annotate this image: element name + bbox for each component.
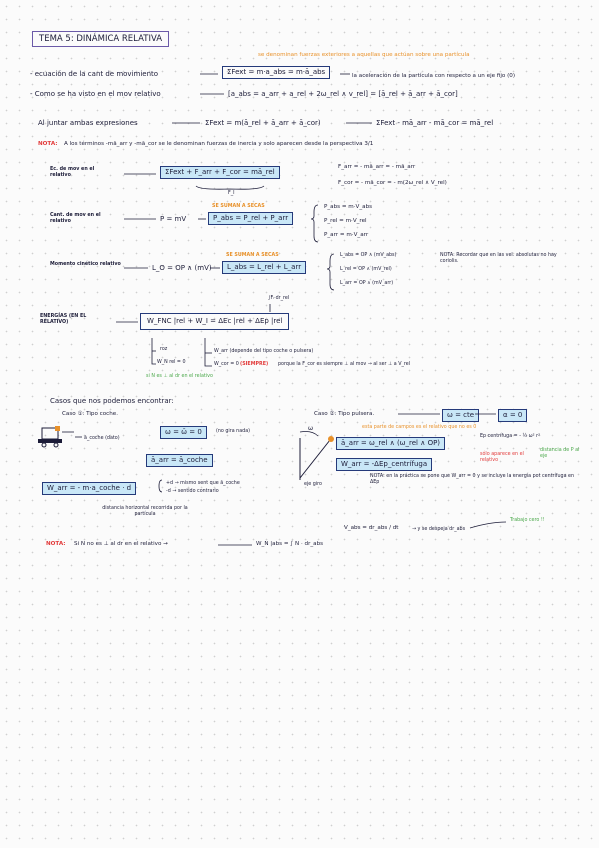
case-2-omega: ω = cte bbox=[442, 409, 480, 422]
sum-directly-note-2: SE SUMAN A SECAS bbox=[226, 253, 279, 258]
opposite-direction-note: -d → sentido contrario bbox=[166, 489, 219, 494]
nota-label: NOTA: bbox=[38, 141, 58, 147]
energies-label: ENERGÍAS (EN EL RELATIVO) bbox=[40, 314, 87, 325]
case-2-note: NOTA: en la práctica se pone que W_arr =… bbox=[370, 474, 575, 485]
w-cor-label: W_cor = 0 bbox=[214, 362, 239, 367]
angular-momentum-formula: L_abs = L_rel + L_arr bbox=[222, 261, 307, 274]
case-1-w-arr: W_arr = - m·a_coche · d bbox=[42, 482, 137, 495]
normal-work-label: W_N rel = 0 bbox=[157, 360, 186, 365]
normal-perp-note: si N es ⊥ al dr en el relativo bbox=[146, 374, 213, 379]
external-forces-note: se denominan fuerzas exteriores a aquell… bbox=[258, 52, 470, 58]
svg-text:ω: ω bbox=[308, 425, 313, 432]
linear-momentum-formula: P_abs = P_rel + P_arr bbox=[208, 212, 294, 225]
angular-momentum-label: Momento cinético relativo bbox=[50, 262, 121, 267]
w-arr-label: W_arr (depende del tipo coche o pulsera) bbox=[214, 349, 314, 354]
work-integral: ∫Fᵢ·dr_rel bbox=[268, 296, 290, 301]
l-rel-definition: L_rel = OP ∧ (mV_rel) bbox=[340, 267, 392, 272]
abs-accel-note: la aceleración de la partícula con respe… bbox=[352, 73, 516, 79]
v-abs-note: → y se despeja dr_abs bbox=[412, 527, 466, 532]
page-title: TEMA 5: DINÁMICA RELATIVA bbox=[32, 31, 170, 47]
p-abs-definition: P_abs = m·V_abs bbox=[324, 204, 373, 210]
distance-to-axis-note: distancia de P al eje bbox=[540, 448, 580, 459]
rotation-axis-label: eje giro bbox=[304, 482, 322, 487]
relative-motion-label: - Como se ha visto en el mov relativo bbox=[30, 90, 161, 98]
momentum-equation-formula: ΣFext = m·a_abs = m·ā_abs bbox=[222, 66, 331, 79]
f-cor-definition: F_cor = - mā_cor = - m(2ω_rel ∧ V_rel) bbox=[338, 180, 447, 186]
horizontal-distance-note: distancia horizontal recorrida por la pa… bbox=[102, 506, 188, 517]
relative-accel-formula: [a_abs = a_arr + a_rel + 2ω_rel ∧ v_rel]… bbox=[228, 90, 458, 98]
momentum-equation-label: - ecuación de la cant de movimiento bbox=[30, 70, 159, 78]
zero-work-note: Trabajo cero !! bbox=[510, 518, 545, 523]
case-1-omega-note: (no gira nada) bbox=[216, 429, 251, 434]
energy-formula: W_FNC |rel + W_I = ΔEc |rel + ΔEp |rel bbox=[140, 313, 290, 330]
coriolis-note: NOTA: Recordar que en las vel. absolutas… bbox=[440, 253, 557, 264]
only-relative-note: sólo aparece en el relativo bbox=[480, 452, 524, 463]
case-2-title: Caso ②: Tipo pulsera. bbox=[314, 411, 375, 417]
case-1-title: Caso ①: Tipo coche. bbox=[62, 411, 119, 417]
linear-momentum-label: Cant. de mov en el relativo bbox=[50, 213, 101, 224]
same-direction-note: +d → mismo sent que ā_coche bbox=[166, 481, 240, 486]
p-arr-definition: P_arr = m·V_arr bbox=[324, 232, 369, 238]
case-2-w-arr: W_arr = -ΔEp_centrífuga bbox=[336, 458, 433, 471]
v-abs-formula: V_abs = dr_abs / dt bbox=[344, 525, 399, 531]
angular-momentum-lhs: L_O = OP ∧ (mV) bbox=[152, 264, 212, 272]
car-accel-label: ā_coche (dato) bbox=[84, 436, 120, 441]
linear-momentum-lhs: P = mV bbox=[160, 215, 187, 223]
case-1-omega: ω = ω̄ = 0 bbox=[160, 426, 207, 439]
normal-not-perp-note: Si N no es ⊥ al dr en el relativo → bbox=[74, 541, 168, 547]
cases-heading: Casos que nos podemos encontrar: bbox=[50, 397, 174, 405]
eq-motion-relative-label: Ec. de mov en el relativo bbox=[50, 167, 95, 178]
field-part-note: esta parte de campos es el relativo que … bbox=[362, 425, 477, 430]
friction-label: roz bbox=[160, 347, 168, 352]
nota-label-2: NOTA: bbox=[46, 541, 66, 547]
l-arr-definition: L_arr = OP ∧ (mV_arr) bbox=[340, 281, 394, 286]
combine-formula-2: ΣFext - mā_arr - mā_cor = mā_rel bbox=[376, 119, 494, 127]
case-2-arr-accel: ā_arr = ω_rel ∧ (ω_rel ∧ OP) bbox=[336, 437, 446, 450]
inertia-forces-label: F_I bbox=[228, 191, 235, 196]
combine-label: Al juntar ambas expresiones bbox=[38, 119, 138, 127]
l-abs-definition: L_abs = OP ∧ (mV_abs) bbox=[340, 253, 397, 258]
normal-work-abs: W_N |abs = ∫ N · dr_abs bbox=[256, 541, 324, 547]
sum-directly-note: SE SUMAN A SECAS bbox=[212, 204, 265, 209]
eq-motion-relative-formula: ΣFext + F_arr + F_cor = mā_rel bbox=[160, 166, 280, 179]
combine-formula-1: ΣFext = m(ā_rel + ā_arr + ā_cor) bbox=[205, 119, 321, 127]
w-cor-note: porque la F_cor es siempre ⊥ al mov → al… bbox=[278, 362, 411, 367]
inertia-note: A los términos -mā_arr y -mā_cor se le d… bbox=[64, 141, 374, 147]
case-2-alpha: α = 0 bbox=[498, 409, 528, 422]
f-arr-definition: F_arr = - mā_arr = - mā_arr bbox=[338, 164, 416, 170]
always-label: (SIEMPRE) bbox=[240, 362, 269, 367]
centrifugal-potential: Ep centrífuga = - ½ ω² r² bbox=[480, 434, 540, 439]
p-rel-definition: P_rel = m·V_rel bbox=[324, 218, 367, 224]
case-1-arr-accel: ā_arr = ā_coche bbox=[146, 454, 213, 467]
